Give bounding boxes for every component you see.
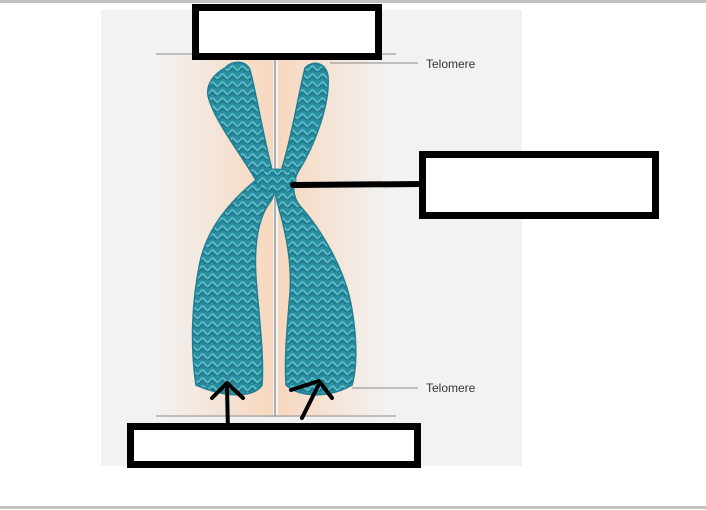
bottom-divider — [0, 506, 706, 509]
top-divider — [0, 0, 706, 3]
right-chromatid — [275, 62, 357, 396]
answer-box-centromere[interactable] — [419, 151, 659, 219]
answer-box-bottom[interactable] — [127, 423, 421, 468]
right-arrow — [289, 379, 334, 420]
telomere-bottom-label: Telomere — [426, 381, 476, 395]
centromere-pointer-line — [290, 181, 425, 188]
left-chromatid — [191, 61, 277, 396]
centromere — [255, 168, 297, 192]
telomere-top-label: Telomere — [426, 57, 476, 71]
answer-box-top[interactable] — [192, 4, 382, 60]
